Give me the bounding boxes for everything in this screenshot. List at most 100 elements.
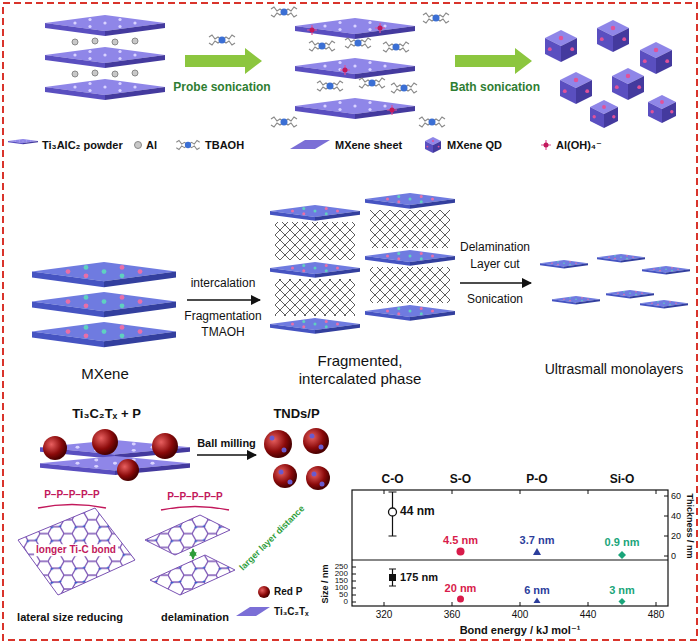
- sheets-with-red-p: [40, 429, 190, 481]
- mxene-stack-part: [32, 292, 176, 317]
- legend-icons-p-part: [236, 607, 270, 616]
- annotation-label: Sonication: [467, 293, 523, 307]
- process-arrow: [197, 454, 256, 456]
- legend-text: Ti₃C₂Tₓ: [274, 606, 309, 618]
- chart-frame-part: [384, 490, 656, 494]
- lattice-delaminated-part: [145, 515, 230, 555]
- annotation-label: 0: [344, 597, 348, 606]
- lattice-delaminated-part: [150, 555, 235, 595]
- quantum-dots-part: [590, 100, 618, 128]
- annotation-label: 3 nm: [609, 584, 635, 597]
- annotation-label: intercalation: [191, 277, 256, 291]
- monolayers-part: [606, 290, 654, 298]
- size-points-part: [389, 574, 396, 581]
- fragmented-stack-part: [270, 318, 360, 334]
- thickness-points: [389, 492, 627, 559]
- fragmented-stack-part: [370, 210, 450, 248]
- quantum-dots-part: [560, 72, 592, 104]
- size-points-part: [457, 596, 464, 603]
- dots-on-red-p-part: [319, 445, 324, 450]
- annotation-label: Size / nm: [320, 564, 330, 603]
- dashed-border: [3, 3, 697, 640]
- chart-frame-part: [384, 602, 656, 606]
- intercalated-stack-part: [271, 117, 297, 127]
- chart-frame-part: [352, 490, 668, 606]
- legend-text: Al: [146, 139, 157, 152]
- dots-on-red-p-part: [264, 430, 292, 458]
- annotation-label: Layer cut: [470, 258, 519, 272]
- annotation-label: 175 nm: [400, 571, 438, 584]
- annotation-label: 400: [512, 609, 529, 621]
- dots-on-red-p-part: [282, 448, 287, 453]
- illustration-group: Ultrasmall monolayers: [533, 250, 695, 380]
- fragmented-stack-part: [270, 262, 360, 278]
- legend-text: MXene sheet: [335, 139, 402, 152]
- size-points-part: [534, 598, 541, 604]
- dots-on-red-p-part: [288, 480, 293, 485]
- annotation-label: longer Ti-C bond: [34, 544, 118, 556]
- caption-text: Ultrasmall monolayers: [545, 361, 683, 378]
- max-phase-stack-part: [112, 71, 118, 77]
- annotation-label: Si-O: [610, 473, 635, 487]
- illustration-group: TNDs/P: [258, 404, 335, 500]
- monolayers-part: [597, 254, 645, 262]
- annotation-label: 20: [671, 531, 681, 541]
- annotation-label: larger layer distance: [237, 503, 306, 572]
- legend-text: MXene QD: [447, 139, 502, 152]
- sheets-with-red-p-part: [117, 459, 139, 481]
- annotation-label: 480: [648, 609, 665, 621]
- annotation-label: 60: [671, 491, 681, 501]
- monolayers-part: [640, 300, 688, 308]
- annotation-label: lateral size reducing: [17, 611, 123, 624]
- annotation-label: S-O: [450, 473, 471, 487]
- annotation-label: delamination: [161, 611, 229, 624]
- lattice-left: [18, 505, 135, 596]
- dots-on-red-p-part: [306, 466, 330, 490]
- dots-on-red-p-part: [270, 436, 275, 441]
- annotation-label: 20 nm: [445, 582, 477, 595]
- lattice-left-part: [18, 508, 135, 595]
- mxene-stack-part: [32, 322, 176, 347]
- max-phase-stack-part: [92, 70, 98, 76]
- annotation-label: P–P–P–P–P: [44, 489, 100, 501]
- fragmented-stack-part: [275, 279, 355, 316]
- fragmented-stack-part: [365, 305, 455, 321]
- annotation-label: 3.7 nm: [520, 534, 555, 547]
- monolayers-part: [552, 296, 600, 304]
- quantum-dots: [545, 20, 676, 128]
- max-phase-stack-part: [45, 15, 165, 36]
- size-points-part: [619, 598, 626, 605]
- lattice-delaminated-part: [192, 549, 194, 559]
- lattice-left-part: [38, 505, 106, 509]
- annotation-label: TMAOH: [201, 326, 244, 340]
- annotation-label: P–P–P–P–P: [167, 491, 223, 503]
- caption-text: TNDs/P: [273, 406, 319, 422]
- annotation-label: Fragmentation: [184, 310, 261, 324]
- illustration-group: Fragmented, intercalated phase: [262, 190, 458, 390]
- intercalated-stack-part: [383, 42, 409, 52]
- annotation-label: Bond energy / kJ mol⁻¹: [460, 624, 581, 637]
- intercalated-stack-part: [309, 41, 335, 51]
- intercalated-stack-part: [295, 18, 415, 39]
- max-phase-stack-part: [72, 71, 78, 77]
- sheets-with-red-p-part: [43, 436, 67, 460]
- process-arrow: [460, 282, 531, 284]
- chart-frame-part: [352, 567, 356, 602]
- thickness-points-part: [389, 492, 397, 536]
- annotation-label: P-O: [526, 473, 547, 487]
- max-phase-stack-part: [112, 39, 118, 45]
- legend-icons-part: [290, 140, 330, 149]
- legend-icons-part: [135, 142, 142, 149]
- process-arrow: [187, 299, 260, 301]
- lattice-delaminated-part: [161, 507, 229, 511]
- chart-frame-part: [352, 559, 668, 560]
- monolayers-part: [642, 266, 690, 274]
- annotation-label: 44 nm: [400, 505, 435, 519]
- thickness-points-part: [457, 548, 465, 556]
- probe-arrow: [185, 35, 262, 74]
- max-phase-stack-part: [92, 38, 98, 44]
- quantum-dots-part: [597, 20, 629, 52]
- intercalated-stack-part: [307, 25, 317, 35]
- annotation-label: 4.5 nm: [443, 534, 478, 547]
